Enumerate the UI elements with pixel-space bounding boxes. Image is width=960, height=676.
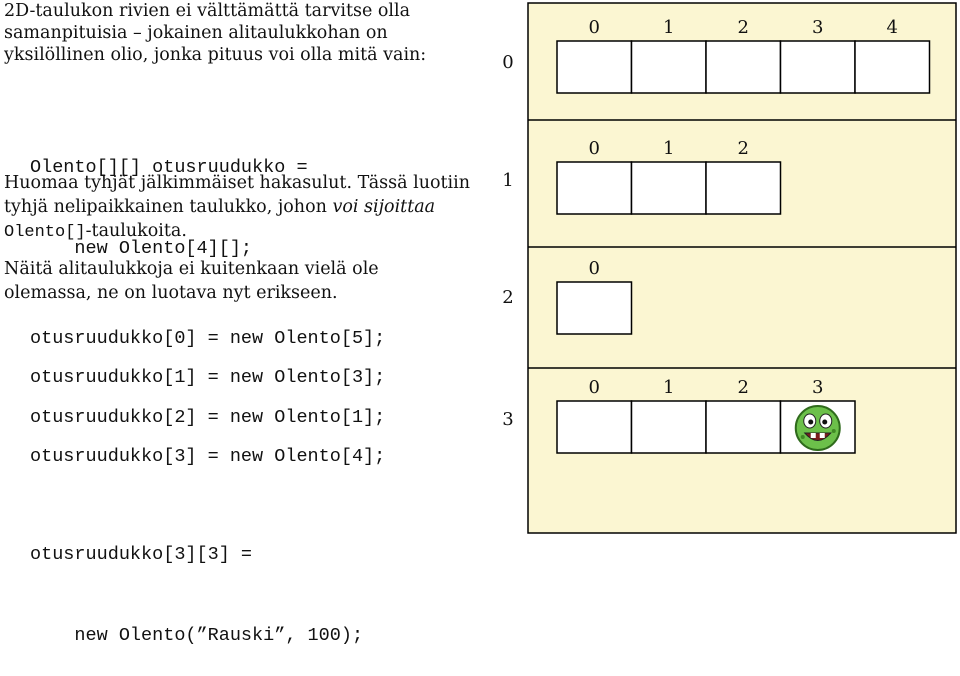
row-label: 2	[502, 287, 513, 308]
cell-index: 2	[738, 17, 749, 38]
cell-index: 0	[589, 258, 600, 279]
jagged-array-diagram: 0 0 1 2 3 4 1 0 1 2 2 0 3 0 1 2 3	[0, 0, 960, 536]
array-cell	[781, 41, 856, 93]
cell-index: 3	[812, 377, 823, 398]
green-monster-icon	[796, 406, 840, 450]
assign-line-2: new Olento(”Rauski”, 100);	[30, 622, 363, 649]
array-cell	[706, 162, 781, 214]
cell-index: 2	[738, 377, 749, 398]
row-label: 0	[502, 52, 513, 73]
array-cell	[557, 282, 632, 334]
cell-index: 3	[812, 17, 823, 38]
array-cell	[632, 162, 707, 214]
array-cell	[855, 41, 930, 93]
cell-index: 1	[663, 138, 674, 159]
array-cell	[557, 162, 632, 214]
array-cell	[706, 401, 781, 453]
array-cell	[632, 41, 707, 93]
cell-index: 2	[738, 138, 749, 159]
cell-index: 0	[589, 138, 600, 159]
array-cell	[632, 401, 707, 453]
cell-index: 1	[663, 377, 674, 398]
row-label: 3	[502, 409, 513, 430]
row-label: 1	[502, 170, 513, 191]
cell-index: 0	[589, 17, 600, 38]
cell-index: 1	[663, 17, 674, 38]
assign-line-1: otusruudukko[3][3] =	[30, 541, 363, 568]
array-cell	[706, 41, 781, 93]
cell-index: 0	[589, 377, 600, 398]
cell-index: 4	[887, 17, 898, 38]
array-cell	[557, 401, 632, 453]
array-cell	[557, 41, 632, 93]
